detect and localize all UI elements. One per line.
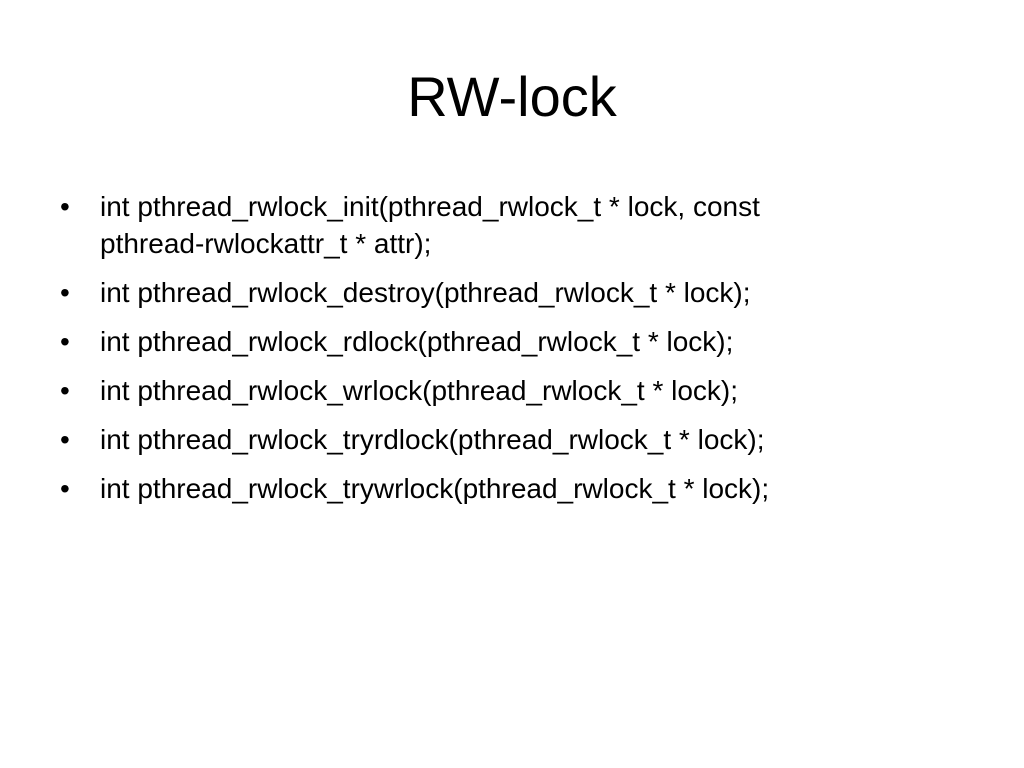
bullet-marker: •	[60, 277, 70, 308]
list-item: • int pthread_rwlock_tryrdlock(pthread_r…	[60, 421, 960, 458]
list-item: • int pthread_rwlock_destroy(pthread_rwl…	[60, 274, 960, 311]
bullet-text: int pthread_rwlock_init(pthread_rwlock_t…	[100, 191, 760, 259]
bullet-text: int pthread_rwlock_tryrdlock(pthread_rwl…	[100, 424, 765, 455]
slide-title: RW-lock	[407, 65, 617, 128]
list-item: • int pthread_rwlock_wrlock(pthread_rwlo…	[60, 372, 960, 409]
bullet-marker: •	[60, 375, 70, 406]
bullet-marker: •	[60, 191, 70, 222]
bullet-marker: •	[60, 424, 70, 455]
bullet-text: int pthread_rwlock_trywrlock(pthread_rwl…	[100, 473, 770, 504]
bullet-text: int pthread_rwlock_rdlock(pthread_rwlock…	[100, 326, 734, 357]
list-item: • int pthread_rwlock_rdlock(pthread_rwlo…	[60, 323, 960, 360]
bullet-marker: •	[60, 326, 70, 357]
bullet-text: int pthread_rwlock_destroy(pthread_rwloc…	[100, 277, 751, 308]
list-item: • int pthread_rwlock_trywrlock(pthread_r…	[60, 470, 960, 507]
bullet-text: int pthread_rwlock_wrlock(pthread_rwlock…	[100, 375, 739, 406]
bullet-marker: •	[60, 473, 70, 504]
bullet-list: • int pthread_rwlock_init(pthread_rwlock…	[60, 188, 960, 519]
list-item: • int pthread_rwlock_init(pthread_rwlock…	[60, 188, 960, 262]
